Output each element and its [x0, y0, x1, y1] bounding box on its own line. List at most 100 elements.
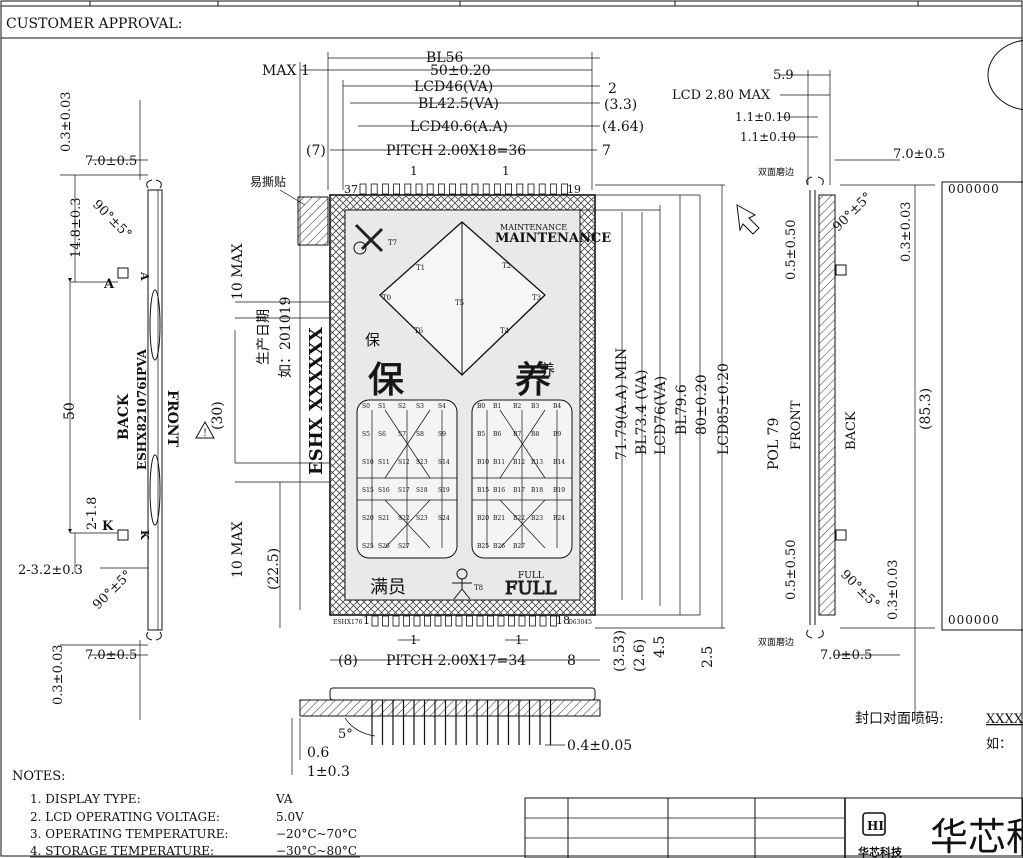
- top-pin: [538, 183, 546, 195]
- baoyang-small-1: 保: [365, 331, 380, 349]
- right-seg-label: B6: [493, 431, 501, 438]
- right-dim-1: (3.3): [604, 97, 637, 113]
- spray-code: XXXX: [986, 712, 1023, 727]
- bottom-pin: [476, 615, 484, 627]
- far-pins-bottom: 000000: [948, 613, 1000, 627]
- left-seg-label: S19: [438, 487, 450, 494]
- top-dim-2: LCD46(VA): [414, 79, 493, 95]
- left-seg-label: S23: [416, 515, 428, 522]
- left-seg-label: S11: [378, 459, 390, 466]
- left-seg-label: S13: [416, 459, 428, 466]
- pin-legs: [371, 700, 552, 745]
- left-paren-dim: (7): [306, 143, 326, 159]
- date-example: 如：201019: [278, 297, 294, 378]
- bottom-pin: [413, 615, 421, 627]
- bottom-pin-first: 1: [363, 614, 370, 627]
- left-dim-6: 2-3.2±0.3: [18, 563, 83, 578]
- bottom-right-dim-3: 2.5: [700, 646, 716, 668]
- left-seg-label: S7: [398, 431, 406, 438]
- right-seg-label: B11: [493, 459, 505, 466]
- right-seg-label: B7: [513, 431, 521, 438]
- left-seg-label: S22: [398, 515, 410, 522]
- right-seg-label: B16: [493, 487, 505, 494]
- right-seg-label: B20: [477, 515, 489, 522]
- bottom-pin: [518, 615, 526, 627]
- right-seg-label: B5: [477, 431, 485, 438]
- top-pin: [516, 183, 524, 195]
- right-seg-label: B15: [477, 487, 489, 494]
- pin-dim-2: 1±0.3: [307, 764, 350, 780]
- seg-t2: T2: [502, 262, 511, 270]
- top-pin: [359, 183, 367, 195]
- bottom-dim-1: PITCH 2.00X17=34: [386, 653, 526, 669]
- left-seg-label: S24: [438, 515, 450, 522]
- top-pin: [437, 183, 445, 195]
- left-dim-5: 2-1.8: [85, 497, 100, 530]
- full-cn-label: 满员: [370, 577, 406, 598]
- left-seg-label: S2: [398, 403, 406, 410]
- left-seg-label: S3: [416, 403, 424, 410]
- top-pin: [493, 183, 501, 195]
- note-label-0: 1. DISPLAY TYPE:: [30, 792, 141, 806]
- svg-text:!: !: [203, 428, 207, 439]
- right-seg-label: B13: [531, 459, 543, 466]
- front-view: BL56 50±0.20 LCD46(VA) BL42.5(VA) LCD40.…: [195, 50, 732, 672]
- date-label: 生产日期: [256, 309, 272, 365]
- left-seg-label: S15: [362, 487, 374, 494]
- left-dim-1: 7.0±0.5: [85, 154, 137, 169]
- right-seg-label: B19: [553, 487, 565, 494]
- right-seg-label: B4: [553, 403, 561, 410]
- bottom-pin: [455, 615, 463, 627]
- right-dim-a13: 7.0±0.5: [820, 648, 872, 663]
- left-dim-7: 90°±5°: [90, 568, 135, 613]
- pin-end-label: 19: [567, 183, 581, 196]
- front-label: FRONT: [789, 400, 804, 450]
- right-seg-label: B8: [531, 431, 539, 438]
- left-seg-label: S16: [378, 487, 390, 494]
- note-value-1: 5.0V: [276, 810, 304, 824]
- top-pin: [482, 183, 490, 195]
- edge-grind-bottom: 双面磨边: [758, 637, 794, 648]
- note-label-2: 3. OPERATING TEMPERATURE:: [30, 827, 229, 841]
- right-dim-2: (4.64): [602, 119, 644, 135]
- top-pin: [505, 183, 513, 195]
- note-value-2: −20°C~70°C: [276, 827, 357, 841]
- full-small-label: FULL: [518, 571, 544, 581]
- right-seg-label: B12: [513, 459, 525, 466]
- bottom-pin: [382, 615, 389, 627]
- baoyang-big-1: 保: [368, 360, 404, 401]
- top-dim-4: LCD40.6(A.A): [410, 119, 508, 135]
- bottom-pin-last: 18: [556, 614, 570, 627]
- seg-t0: T0: [382, 294, 391, 302]
- top-pin: [370, 183, 378, 195]
- top-dim-3: BL42.5(VA): [418, 96, 499, 112]
- side-label-3: (22.5): [266, 548, 282, 590]
- right-dim-a8: POL 79: [766, 418, 782, 470]
- right-vdim-3: BL79.6: [674, 384, 690, 435]
- spray-label: 封口对面喷码:: [855, 711, 944, 727]
- right-dim-a9: (85.3): [918, 388, 934, 430]
- right-dim-a6: 90°±5°: [830, 190, 875, 235]
- pin-start-label: 37: [344, 183, 358, 196]
- right-vdim-4: 80±0.20: [694, 374, 710, 435]
- left-seg-label: S1: [378, 403, 386, 410]
- bottom-pin: [487, 615, 494, 627]
- top-dim-0: BL56: [426, 50, 463, 66]
- left-seg-label: S18: [416, 487, 428, 494]
- left-seg-label: S0: [362, 403, 370, 410]
- seg-t4: T4: [500, 327, 510, 335]
- bottom-pin: [371, 615, 379, 627]
- title-block: HI 华芯科技 华芯科: [524, 797, 1023, 858]
- sticker-label: 易撕贴: [250, 175, 286, 189]
- left-dim-8: 0.3±0.03: [51, 644, 66, 705]
- right-dim-a10: 0.5±0.50: [784, 539, 799, 600]
- bottom-code-right: D63045: [568, 619, 592, 626]
- peel-sticker: [297, 196, 329, 246]
- right-seg-label: B23: [531, 515, 543, 522]
- right-vdim-0: 71.79(A.A) MIN: [614, 348, 630, 460]
- bottom-pin: [434, 615, 442, 627]
- right-seg-label: B27: [513, 543, 525, 550]
- right-dim-a1: LCD 2.80 MAX: [672, 88, 771, 103]
- top-dim-1: 50±0.20: [430, 63, 491, 79]
- right-dim-0: 2: [608, 81, 617, 97]
